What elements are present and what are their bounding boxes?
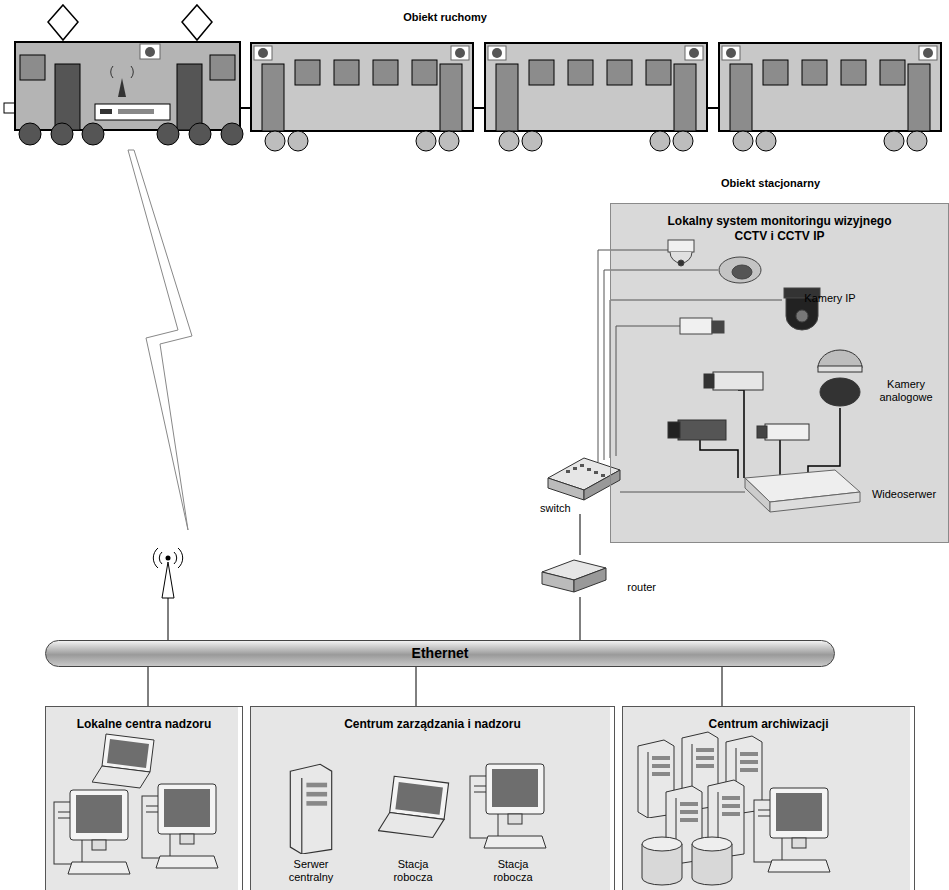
node-heading: Centrum archiwizacji [623,707,914,731]
node-heading: router [627,581,656,593]
network-link [416,667,417,706]
caption-label: Stacja robocza [478,858,548,884]
router-device: router [538,555,660,597]
caption-label: Kamery analogowe [866,378,946,404]
switch-device: switch [538,452,624,514]
node-text: Lokalny system monitoringu wizyjnego CCT… [665,214,895,244]
network-bus: Ethernet [45,640,835,667]
node-heading: Obiekt stacjonarny [721,177,820,189]
network-link [580,514,581,555]
network-link [580,597,581,640]
caption-label: Wideoserwer [862,488,946,501]
center-box: Lokalne centra nadzoru [45,706,243,890]
node-heading: switch [540,502,571,514]
caption-label: Kamery IP [790,292,870,305]
network-link [722,667,723,706]
caption-label: Serwer centralny [276,858,346,884]
center-box: Centrum archiwizacji [622,706,915,890]
node-heading: Ethernet [46,641,834,666]
node-heading: Centrum zarządzania i nadzoru [251,707,614,731]
node-heading: Lokalne centra nadzoru [46,707,242,731]
network-link [148,667,149,706]
caption-label: Stacja robocza [378,858,448,884]
caption-label: Obiekt ruchomy [385,11,505,24]
